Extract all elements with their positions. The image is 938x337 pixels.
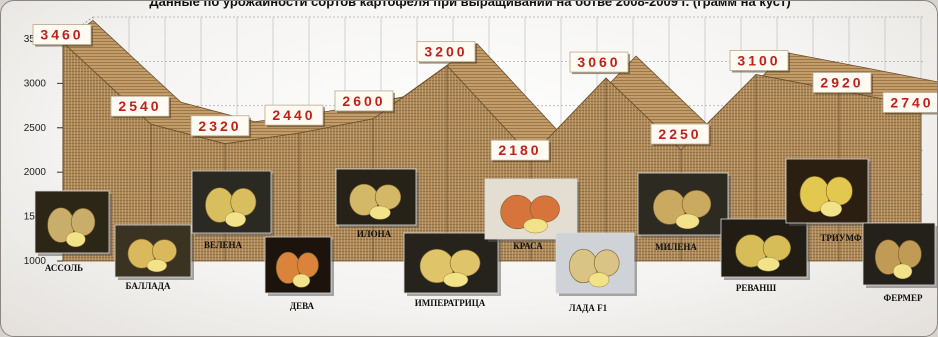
category-4: ИЛОНА (335, 168, 419, 239)
value-label-box (334, 90, 394, 112)
potato-slice-icon (292, 273, 311, 288)
value-label-11: 2740 (882, 92, 937, 115)
value-label-box (812, 72, 872, 93)
potato-slice-icon (523, 218, 548, 234)
value-label-text: 2740 (890, 94, 933, 110)
category-1: БАЛЛАДА (114, 224, 194, 291)
category-label-2: ВЕЛЕНА (204, 240, 243, 250)
potato-icon (593, 249, 620, 277)
category-label-1: БАЛЛАДА (126, 281, 171, 291)
value-label-box (882, 92, 937, 113)
potato-icon (151, 239, 177, 263)
potato-slice-icon (675, 213, 700, 230)
value-label-text: 2540 (118, 98, 161, 114)
potato-slice-icon (443, 272, 469, 288)
potato-slice-icon (820, 200, 843, 217)
potato-slice-icon (756, 257, 780, 272)
category-label-5: ИМПЕРАТРИЦА (415, 298, 486, 308)
value-label-0: 3460 (32, 24, 93, 47)
category-7: ЛАДА F1 (555, 232, 637, 313)
potato-slice-icon (369, 205, 391, 220)
value-label-4: 2600 (334, 90, 395, 113)
category-label-11: ФЕРМЕР (883, 293, 923, 303)
category-3: ДЕВА (264, 236, 334, 311)
value-label-1: 2540 (110, 95, 171, 119)
potato-icon (762, 234, 791, 262)
value-label-text: 2920 (820, 75, 863, 91)
value-label-box (650, 123, 710, 145)
category-label-6: КРАСА (513, 241, 543, 251)
potato-icon (681, 190, 712, 218)
value-label-text: 3060 (577, 54, 620, 70)
value-label-box (569, 51, 629, 73)
value-label-box (729, 50, 789, 71)
potato-slice-icon (146, 259, 167, 273)
category-5: ИМПЕРАТРИЦА (403, 232, 501, 308)
value-label-8: 2250 (650, 123, 711, 146)
category-11: ФЕРМЕР (862, 222, 937, 303)
value-label-6: 2180 (490, 139, 551, 163)
category-label-4: ИЛОНА (357, 229, 392, 239)
potato-icon (230, 188, 257, 216)
category-label-9: РЕВАНШ (736, 283, 776, 293)
category-label-8: МИЛЕНА (655, 242, 697, 252)
potato-slice-icon (892, 263, 913, 280)
ytick-label-2: 2000 (24, 167, 47, 178)
value-label-box (490, 139, 550, 161)
category-label-0: АССОЛЬ (45, 263, 83, 273)
ytick-label-3: 2500 (24, 123, 47, 134)
category-10: ТРИУМФ (785, 158, 871, 243)
potato-icon (449, 249, 481, 277)
value-label-9: 3100 (729, 50, 790, 73)
value-label-5: 3200 (416, 41, 477, 64)
value-label-text: 2180 (498, 142, 541, 158)
category-label-3: ДЕВА (290, 301, 315, 311)
ytick-label-4: 3000 (24, 78, 47, 89)
value-label-box (110, 95, 170, 117)
value-label-text: 2440 (272, 107, 315, 123)
category-2: ВЕЛЕНА (191, 170, 274, 250)
value-label-7: 3060 (569, 51, 630, 75)
category-label-7: ЛАДА F1 (569, 303, 608, 313)
value-label-text: 2320 (198, 118, 241, 134)
potato-icon (374, 184, 402, 210)
value-label-text: 3100 (737, 53, 780, 69)
potato-icon (897, 240, 922, 268)
category-8: МИЛЕНА (637, 172, 731, 252)
value-label-10: 2920 (812, 72, 873, 95)
value-label-text: 3460 (40, 27, 83, 43)
category-0: АССОЛЬ (34, 190, 112, 273)
chart-title: Данные по урожайности сортов картофеля п… (149, 0, 791, 9)
value-label-2: 2320 (190, 115, 251, 138)
potato-slice-icon (224, 211, 246, 228)
value-label-text: 2250 (658, 126, 701, 142)
potato-slice-icon (588, 272, 610, 288)
potato-slice-icon (65, 231, 86, 248)
category-label-10: ТРИУМФ (820, 233, 861, 243)
value-label-text: 3200 (424, 44, 467, 60)
value-label-text: 2600 (342, 93, 385, 109)
potato-icon (529, 195, 560, 223)
value-label-box (416, 41, 476, 63)
potato-icon (825, 176, 853, 206)
value-label-box (32, 24, 92, 45)
potato-icon (297, 252, 319, 278)
value-label-box (264, 104, 324, 126)
value-label-3: 2440 (264, 104, 325, 128)
value-label-box (190, 115, 250, 137)
ytick-label-0: 1000 (24, 256, 47, 267)
category-6: КРАСА (484, 178, 580, 251)
potato-icon (70, 208, 96, 236)
category-9: РЕВАНШ (720, 218, 810, 293)
